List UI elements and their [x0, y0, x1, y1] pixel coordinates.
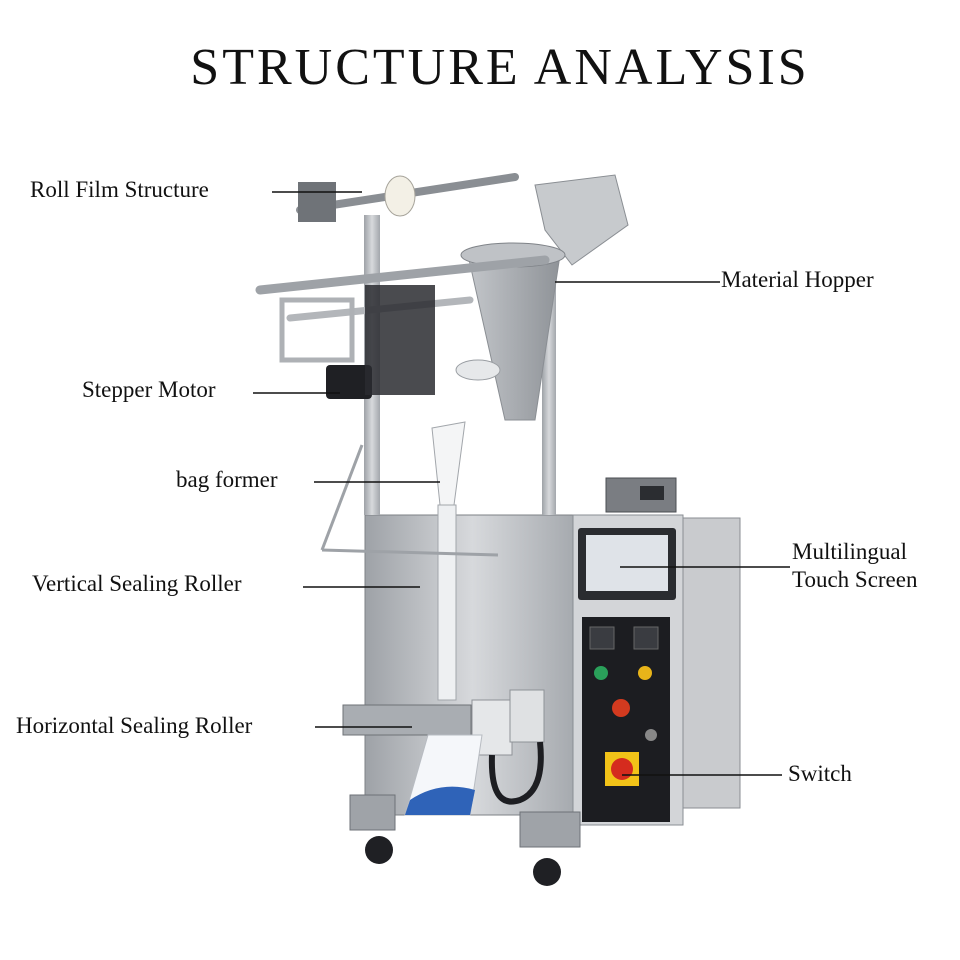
drive-assembly: [365, 285, 435, 395]
green-button: [594, 666, 608, 680]
film-roll: [384, 175, 416, 217]
label-multilingual: Multilingual: [792, 539, 907, 564]
label-material-hopper: Material Hopper: [721, 267, 874, 292]
stepper-motor: [326, 365, 372, 399]
temp-controller-1: [589, 626, 615, 650]
top-controller-display: [640, 486, 664, 500]
caster-wheel-left: [365, 836, 393, 864]
label-vertical-sealing-roller: Vertical Sealing Roller: [32, 571, 242, 596]
emergency-switch: [611, 758, 633, 780]
film-rail-upper: [255, 255, 550, 295]
caster-wheel-right: [533, 858, 561, 886]
material-hopper: [534, 174, 629, 266]
cable-loop: [488, 741, 544, 805]
former-collar: [455, 359, 501, 381]
label-stepper-motor: Stepper Motor: [82, 377, 216, 402]
bag-former: [431, 421, 466, 506]
page-title: STRUCTURE ANALYSIS: [190, 39, 810, 96]
temp-controller-2: [633, 626, 659, 650]
red-button: [612, 699, 630, 717]
film-carriage: [279, 297, 355, 363]
side-guide-rod: [320, 444, 364, 551]
lower-guide-rod: [321, 548, 499, 557]
base-frame-right: [519, 811, 581, 848]
label-touch-screen: Touch Screen: [792, 567, 918, 592]
base-frame-left: [349, 794, 396, 831]
selector-knob: [645, 729, 657, 741]
bag-print: [405, 786, 475, 815]
touch-screen-display: [586, 535, 668, 591]
filling-tube: [437, 504, 457, 701]
yellow-button: [638, 666, 652, 680]
roll-motor: [298, 182, 336, 222]
label-horizontal-sealing-roller: Horizontal Sealing Roller: [16, 713, 253, 738]
label-bag-former: bag former: [176, 467, 278, 492]
control-panel: [582, 617, 670, 822]
label-roll-film-structure: Roll Film Structure: [30, 177, 209, 202]
leader-lines: [253, 191, 790, 776]
junction-box-2: [509, 689, 545, 743]
horizontal-sealing-bar: [342, 704, 472, 736]
side-cabinet: [679, 517, 741, 809]
label-switch: Switch: [788, 761, 852, 786]
